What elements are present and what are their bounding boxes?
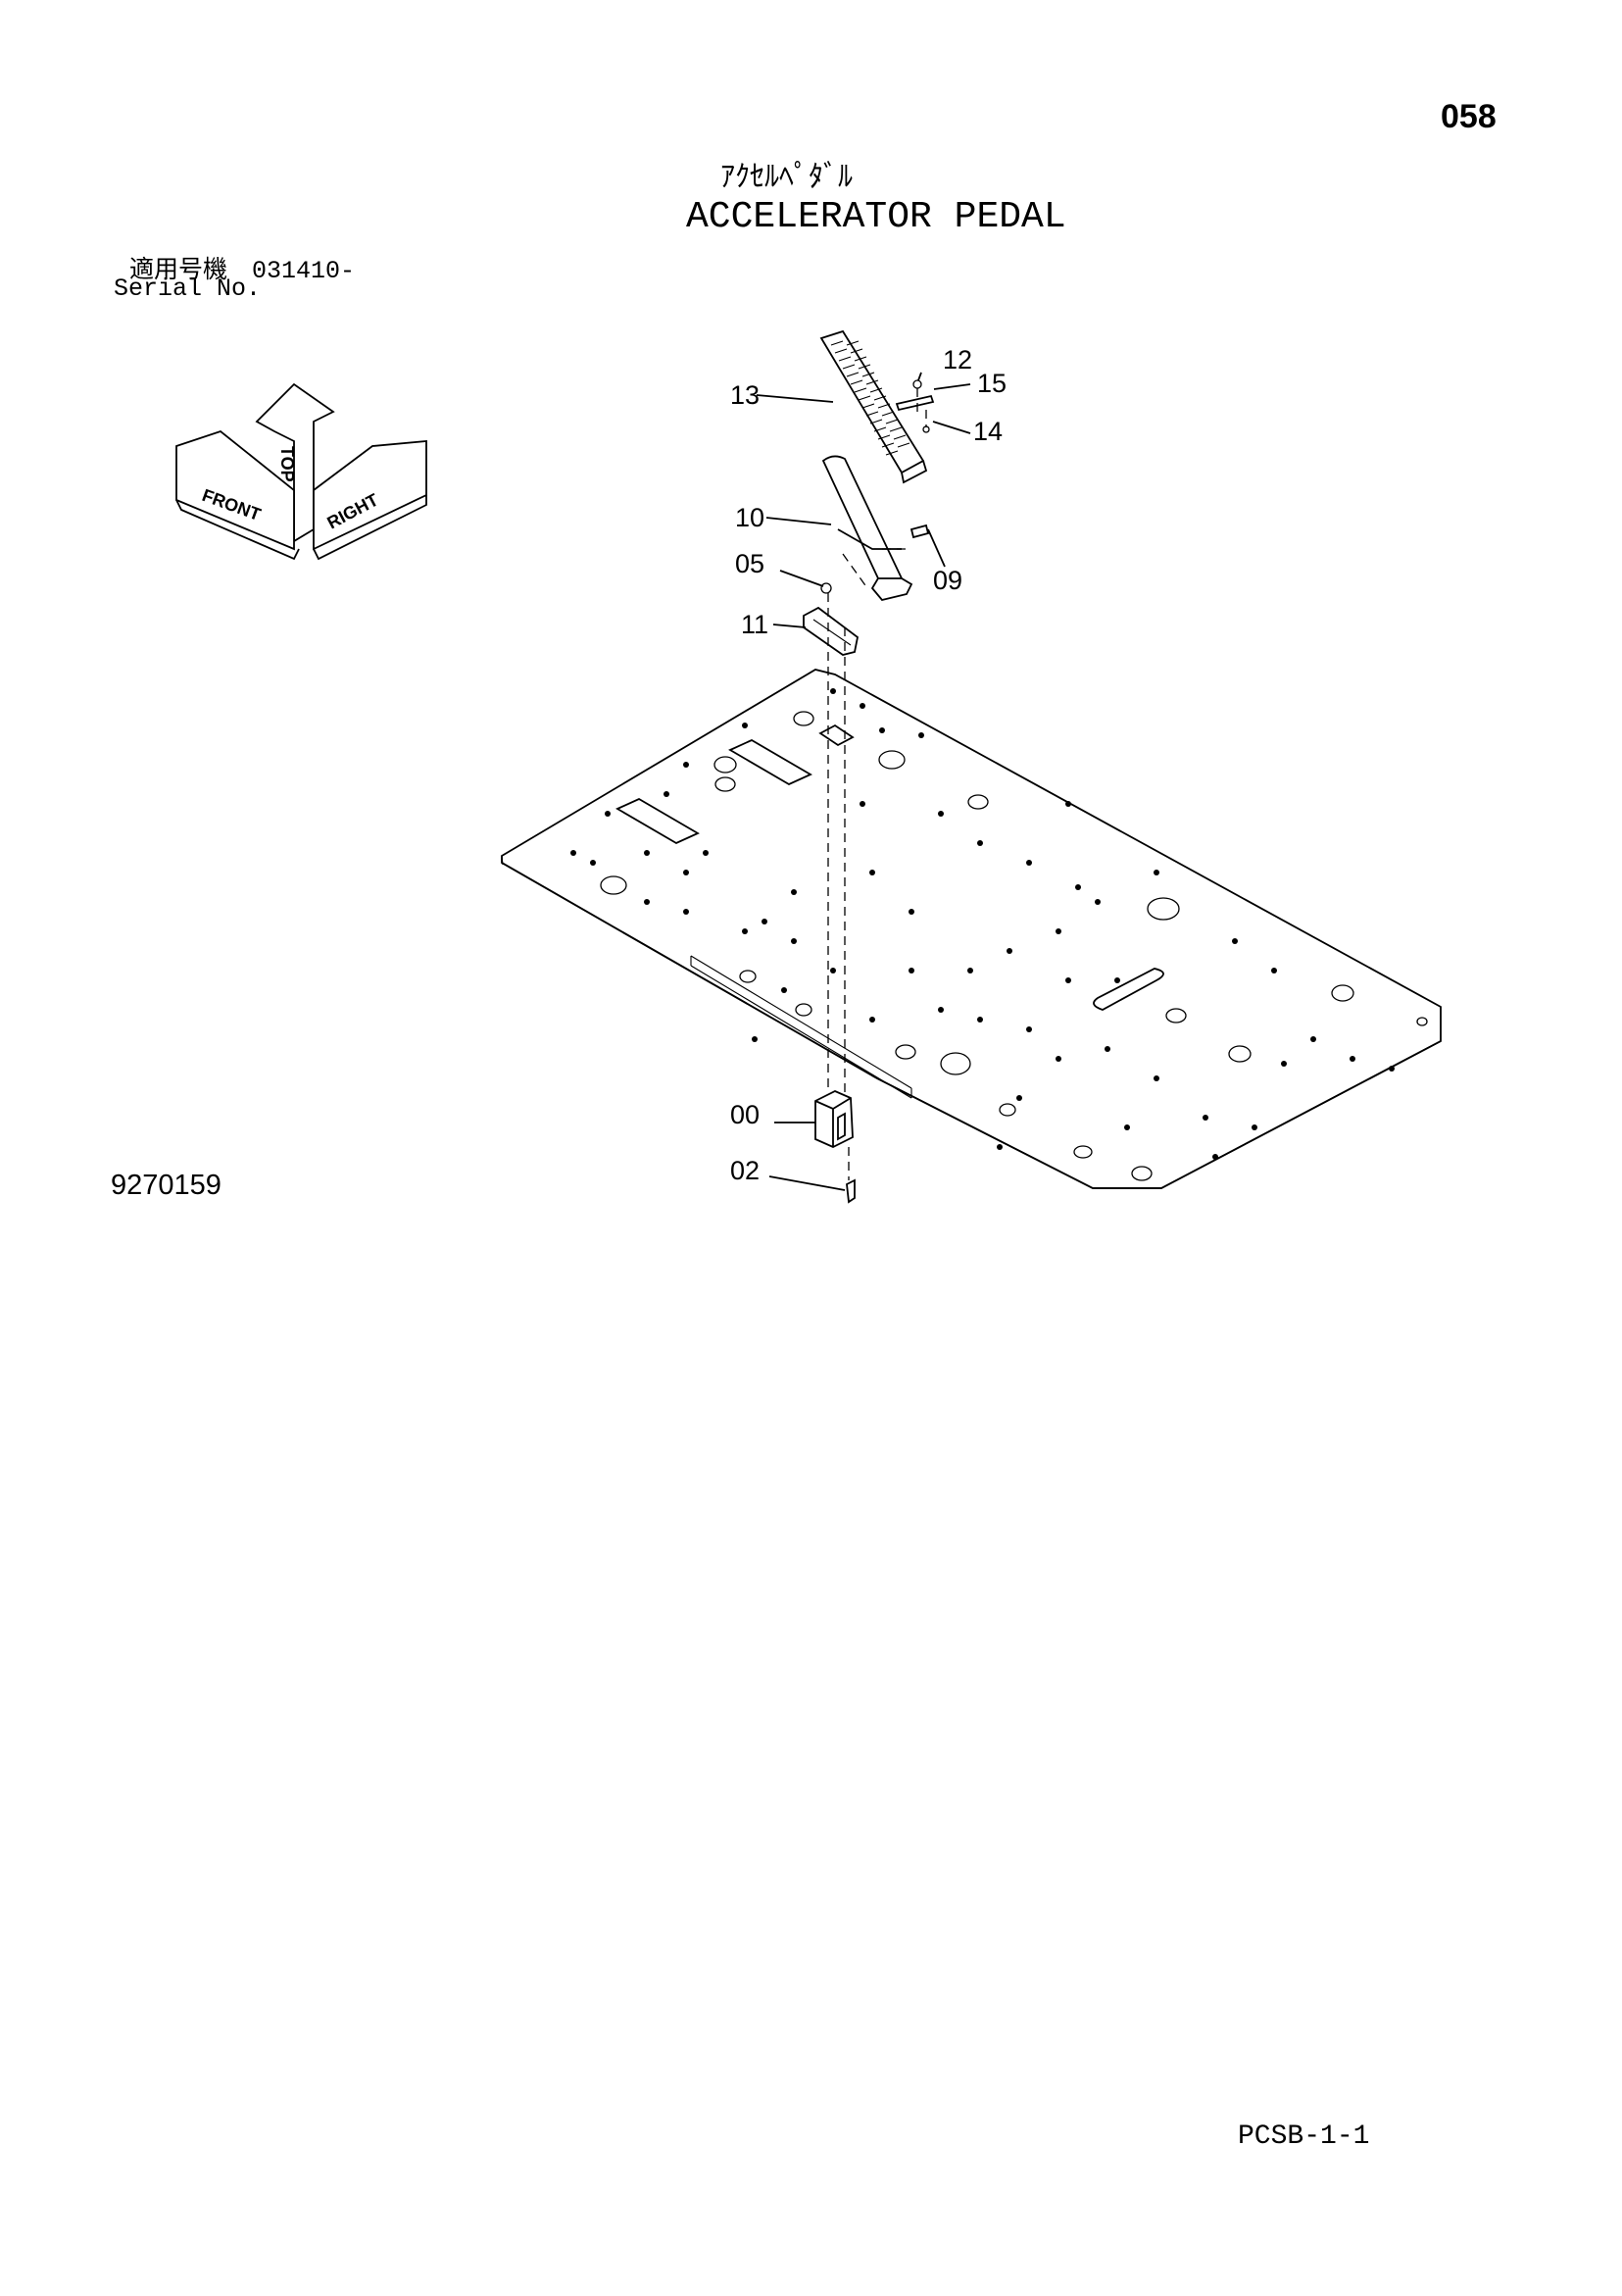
callout-09: 09 — [933, 566, 962, 595]
pedal-body — [821, 455, 930, 602]
part-05-screw — [820, 582, 832, 594]
callout-12: 12 — [943, 345, 972, 374]
title-english: ACCELERATOR PEDAL — [686, 196, 1066, 238]
serial-applicable-models: 適用号機 031410- — [129, 257, 356, 285]
serial-label: Serial No. — [114, 275, 262, 303]
page-code: PCSB-1-1 — [1238, 2121, 1370, 2152]
pedal-pin-hardware — [895, 379, 935, 433]
callout-13: 13 — [730, 380, 760, 410]
callout-14: 14 — [973, 417, 1003, 446]
part-12-screw — [912, 379, 922, 389]
pedal-sensor — [814, 1090, 854, 1148]
callout-02: 02 — [730, 1156, 760, 1185]
callout-05: 05 — [735, 549, 764, 578]
part-02-screw — [846, 1178, 856, 1204]
right-arrow-icon — [313, 440, 427, 551]
drawing-number: 9270159 — [111, 1170, 221, 1201]
floor-plate — [501, 669, 1442, 1189]
orientation-indicator: TOP FRONT RIGHT — [175, 382, 427, 561]
page-number: 058 — [1441, 98, 1497, 135]
pedal-rubber-pad — [819, 329, 928, 484]
front-arrow-icon — [175, 429, 295, 551]
part-09-bolt — [909, 524, 930, 539]
leader-lines — [756, 372, 971, 1191]
pedal-bracket — [803, 582, 859, 656]
title-japanese: ｱｸｾﾙﾍﾟﾀﾞﾙ — [720, 160, 853, 194]
callout-10: 10 — [735, 503, 764, 532]
callout-00: 00 — [730, 1100, 760, 1129]
callout-11: 11 — [741, 610, 768, 639]
part-15-pin — [895, 394, 935, 412]
top-label: TOP — [277, 446, 297, 482]
assembly-centerline — [827, 593, 846, 1093]
callout-15: 15 — [977, 369, 1007, 398]
